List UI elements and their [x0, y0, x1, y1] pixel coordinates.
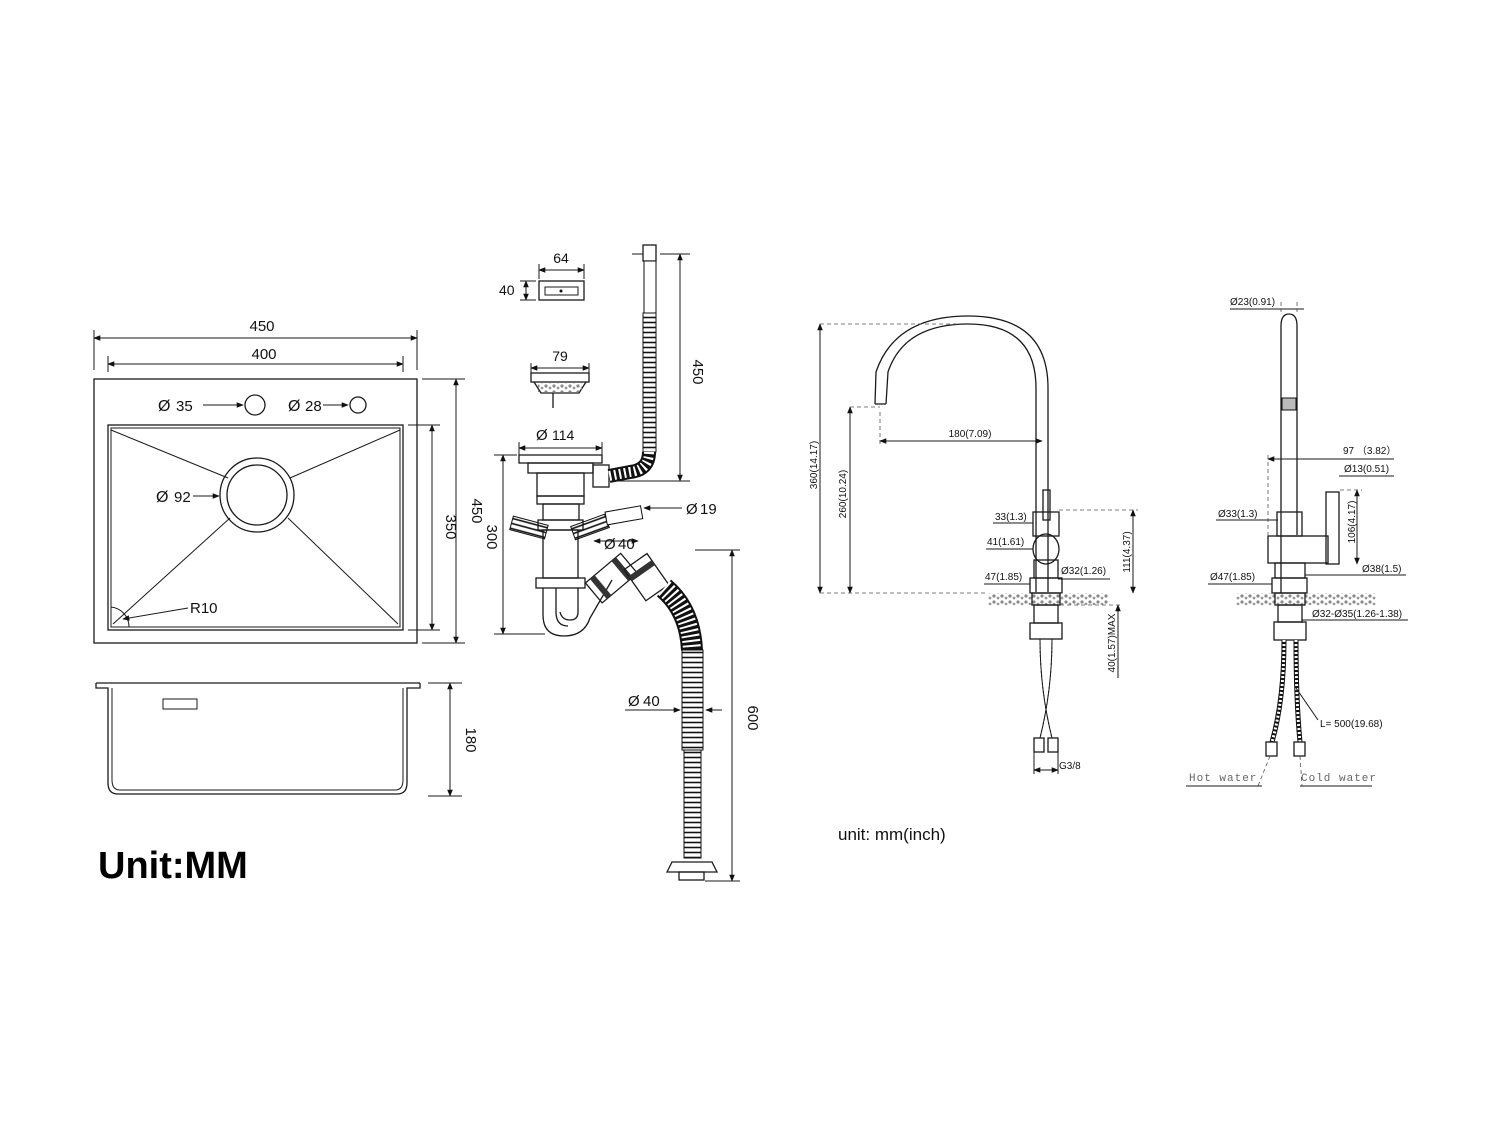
handle-height-label: 106(4.17) — [1347, 501, 1358, 544]
soap-hole-label: 28 — [305, 398, 322, 415]
drain-hole-label: 92 — [174, 489, 191, 506]
sink-top-dimensions: 450 400 450 350 Ø 35 Ø 28 Ø 92 R10 — [93, 318, 485, 644]
overall-width-label: 450 — [249, 318, 274, 335]
overflow-height-label: 40 — [499, 282, 515, 298]
svg-text:Ø: Ø — [156, 489, 168, 506]
svg-text:Ø: Ø — [288, 398, 300, 415]
spout-dia-label: Ø23(0.91) — [1230, 297, 1275, 308]
deck-thickness-label: 40(1.57)MAX — [1107, 613, 1118, 672]
bowl-depth-label: 350 — [442, 514, 459, 539]
front-lever-dia-label: 33(1.3) — [995, 512, 1027, 523]
faucet-front-view: 360(14.17) 260(10.24) 180(7.09) 33(1.3) … — [809, 315, 1138, 774]
hot-water-label: Hot water — [1189, 773, 1257, 785]
overflow-width-label: 64 — [553, 250, 569, 266]
outlet-pipe-label: 40 — [643, 693, 660, 710]
overall-depth-label: 450 — [468, 498, 485, 523]
collar-dia-label: Ø38(1.5) — [1362, 564, 1401, 575]
svg-text:Ø: Ø — [158, 398, 170, 415]
svg-text:Ø: Ø — [604, 536, 616, 553]
spout-height-label: 260(10.24) — [838, 470, 849, 518]
handle-reach-label: 97 （3.82） — [1343, 445, 1396, 457]
corner-radius-label: R10 — [190, 600, 218, 617]
handle-dia-label: Ø13(0.51) — [1344, 464, 1389, 475]
reach-label: 180(7.09) — [949, 429, 992, 440]
thread-label: G3/8 — [1059, 761, 1081, 772]
hose-length-label: 450 — [689, 359, 706, 384]
faucet-side-view: Ø23(0.91) 97 （3.82） Ø13(0.51) 106(4.17) … — [1186, 297, 1408, 787]
side-lever-dia-label: Ø33(1.3) — [1218, 509, 1257, 520]
bowl-height-label: 180 — [462, 727, 479, 752]
drain-assembly: 64 40 79 Ø 114 — [483, 244, 761, 882]
body-height-label: 111(4.37) — [1122, 531, 1133, 572]
sink-side-view: 180 — [95, 682, 479, 797]
side-base-dia-label: Ø47(1.85) — [1210, 572, 1255, 583]
svg-text:Ø: Ø — [686, 501, 698, 518]
drain-hole-icon — [219, 457, 295, 533]
side-hose-length-label: L= 500(19.68) — [1320, 719, 1383, 730]
svg-text:Ø: Ø — [536, 427, 548, 444]
trap-height-label: 300 — [483, 524, 500, 549]
sink-top-view — [93, 378, 418, 644]
unit-mm-label: Unit:MM — [98, 845, 248, 887]
faucet-hole-label: 35 — [176, 398, 193, 415]
faucet-hole-icon — [244, 394, 266, 416]
hole-range-label: Ø32-Ø35(1.26-1.38) — [1312, 609, 1402, 620]
outlet-length-label: 600 — [744, 705, 761, 730]
svg-text:Ø: Ø — [628, 693, 640, 710]
bowl-width-label: 400 — [251, 346, 276, 363]
shank-dia-label: Ø32(1.26) — [1061, 566, 1106, 577]
soap-hole-icon — [349, 396, 367, 414]
trap-pipe-label: 40 — [618, 536, 635, 553]
total-height-label: 360(14.17) — [809, 441, 820, 489]
strainer-width-label: 79 — [552, 348, 568, 364]
flange-diameter-label: 114 — [552, 427, 575, 443]
overflow-pipe-label: 19 — [700, 501, 717, 518]
unit-note: unit: mm(inch) — [838, 825, 946, 844]
body-dia-label: 41(1.61) — [987, 537, 1024, 548]
front-base-dia-label: 47(1.85) — [985, 572, 1022, 583]
cold-water-label: Cold water — [1301, 773, 1377, 785]
